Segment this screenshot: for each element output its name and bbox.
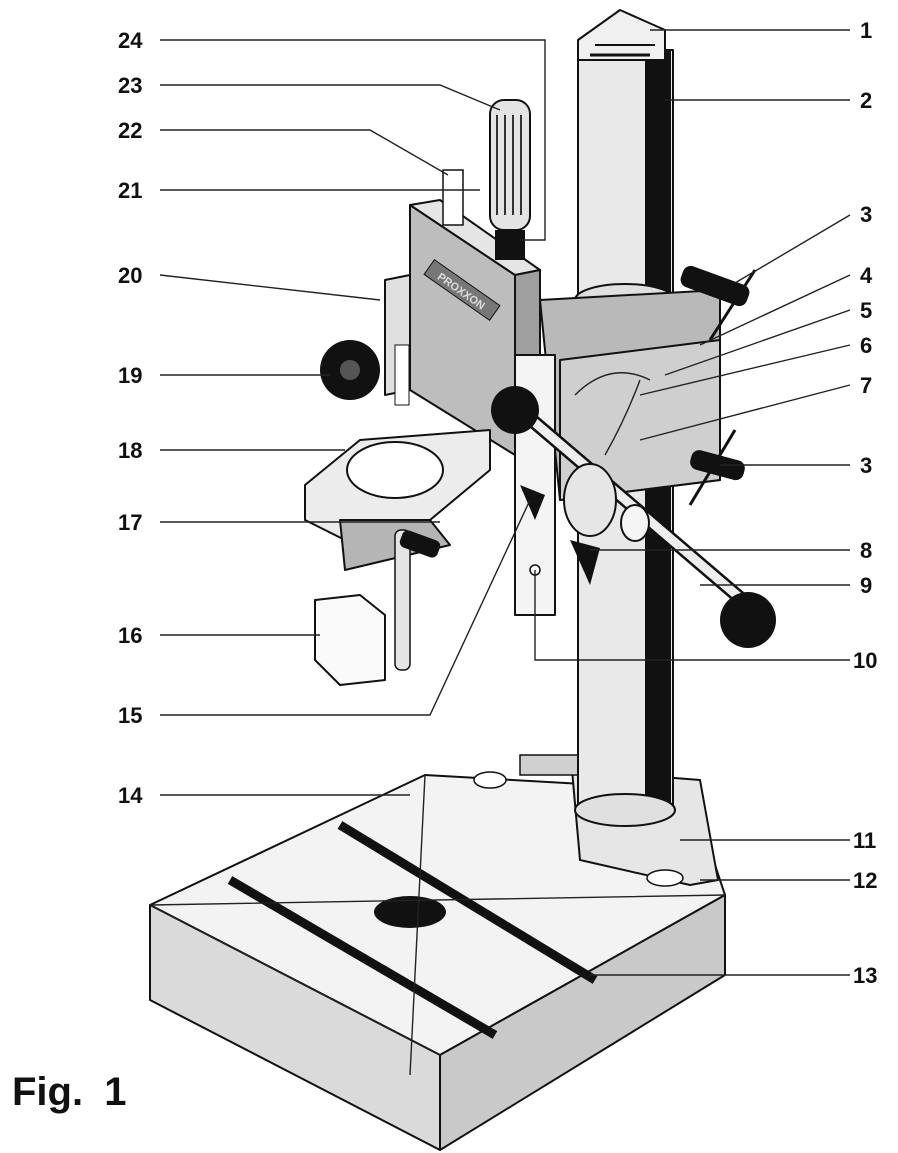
callout-2: 2 bbox=[860, 88, 872, 113]
star-knob bbox=[320, 340, 380, 400]
chip-guard bbox=[314, 529, 441, 686]
callout-13: 13 bbox=[853, 963, 877, 988]
callout-5: 5 bbox=[860, 298, 872, 323]
drill-holder: PROXXON bbox=[304, 99, 541, 571]
callout-1: 1 bbox=[860, 18, 872, 43]
callout-10: 10 bbox=[853, 648, 877, 673]
figure-caption: Fig. 1 bbox=[12, 1070, 127, 1114]
leader-lines bbox=[159, 29, 851, 976]
callout-12: 12 bbox=[853, 868, 877, 893]
callout-8: 8 bbox=[860, 538, 872, 563]
callout-16: 16 bbox=[118, 623, 142, 648]
callout-14: 14 bbox=[118, 783, 143, 808]
carriage-housing bbox=[539, 265, 757, 506]
callout-4: 4 bbox=[860, 263, 873, 288]
callout-23: 23 bbox=[118, 73, 142, 98]
callout-22: 22 bbox=[118, 118, 142, 143]
callout-24: 24 bbox=[118, 28, 143, 53]
callout-6: 6 bbox=[860, 333, 872, 358]
callout-7: 7 bbox=[860, 373, 872, 398]
callout-21: 21 bbox=[118, 178, 142, 203]
callout-15: 15 bbox=[118, 703, 142, 728]
callout-17: 17 bbox=[118, 510, 142, 535]
callout-3-upper: 3 bbox=[860, 202, 872, 227]
callout-11: 11 bbox=[853, 828, 876, 853]
callout-18: 18 bbox=[118, 438, 142, 463]
callout-numbers: 1 2 3 4 5 6 7 3 8 9 10 11 12 13 24 23 22… bbox=[118, 18, 877, 988]
callout-3-lower: 3 bbox=[860, 453, 872, 478]
callout-9: 9 bbox=[860, 573, 872, 598]
callout-19: 19 bbox=[118, 363, 142, 388]
callout-20: 20 bbox=[118, 263, 142, 288]
